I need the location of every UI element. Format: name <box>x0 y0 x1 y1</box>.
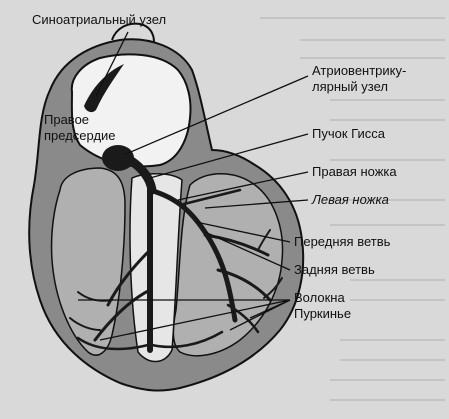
label-his-bundle: Пучок Гисса <box>312 126 385 141</box>
left-ventricle-chamber <box>172 173 284 357</box>
label-left-bundle: Левая ножка <box>312 192 389 207</box>
av-node <box>102 145 134 171</box>
background-text-lines <box>260 17 445 401</box>
label-right-atrium: Правое предсердие <box>44 112 116 143</box>
vena-cava <box>111 22 155 43</box>
label-av-node: Атриовентрику- лярный узел <box>312 63 407 94</box>
right-ventricle-chamber <box>50 167 126 356</box>
label-anterior-branch: Передняя ветвь <box>294 234 391 249</box>
label-sinoatrial-node: Синоатриальный узел <box>32 12 167 27</box>
leader-lines <box>78 31 309 341</box>
label-purkinje-fibers: Волокна Пуркинье <box>294 290 352 321</box>
label-posterior-branch: Задняя ветвь <box>294 262 375 277</box>
label-right-bundle: Правая ножка <box>312 164 397 179</box>
sinoatrial-node <box>84 64 124 113</box>
interventricular-septum <box>129 173 183 363</box>
